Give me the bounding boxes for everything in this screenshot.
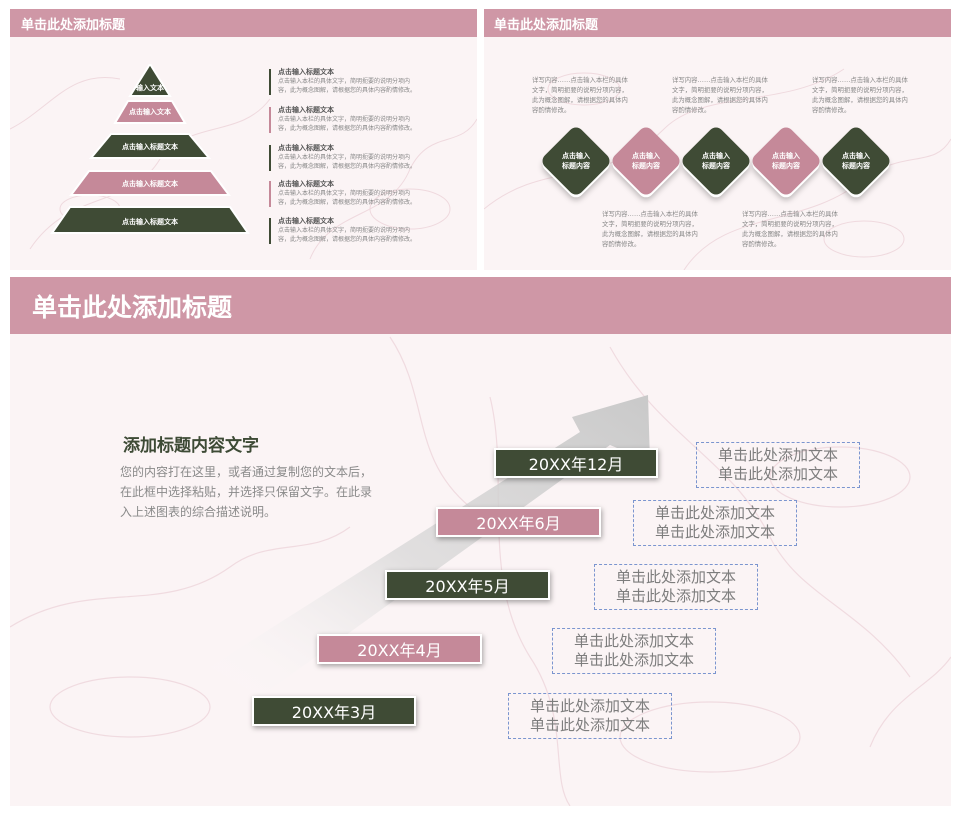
timeline-date-box[interactable]: 20XX年5月 [385, 570, 550, 600]
note-line: 单击此处添加文本 [654, 504, 775, 522]
timeline-date-box[interactable]: 20XX年6月 [436, 507, 601, 537]
slide-pyramid: 单击此处添加标题 输入文本点击输入文本点击输入标题文本点击输入标题文本点击输入标… [10, 9, 477, 270]
note-line: 单击此处添加文本 [529, 697, 650, 715]
note-line: 单击此处添加文本 [573, 632, 694, 650]
diamond-label[interactable]: 点击输入标题内容 [826, 151, 886, 171]
diamond-label-line: 标题内容 [632, 162, 660, 170]
pyramid-tier [50, 206, 250, 234]
note-line: 单击此处添加文本 [654, 523, 775, 541]
diamond-label-line: 点击输入 [842, 152, 870, 160]
item-title[interactable]: 点击输入标题文本 [278, 217, 334, 225]
item-title[interactable]: 点击输入标题文本 [278, 180, 334, 188]
timeline-note-box[interactable]: 单击此处添加文本单击此处添加文本 [696, 442, 860, 488]
slide-title[interactable]: 单击此处添加标题 [494, 17, 599, 33]
pyramid-label[interactable]: 点击输入标题文本 [122, 143, 178, 151]
pyramid-chart [50, 64, 250, 234]
item-desc[interactable]: 容，此为概念图解，请根据您的具体内容酌情修改。 [278, 125, 417, 132]
item-desc[interactable]: 容，此为概念图解，请根据您的具体内容酌情修改。 [278, 199, 417, 206]
note-line: 单击此处添加文本 [529, 716, 650, 734]
pyramid-label[interactable]: 点击输入标题文本 [122, 180, 178, 188]
text-item: 点击输入标题文本点击输入本栏的具体文字，简明扼要的说明分项内容，此为概念图解，请… [269, 216, 449, 244]
note-line: 单击此处添加文本 [573, 651, 694, 669]
slide-diamonds: 单击此处添加标题 点击输入标题内容详写内容……点击输入本栏的具体文字，简明扼要的… [484, 9, 951, 270]
diamond-description[interactable]: 详写内容……点击输入本栏的具体文字，简明扼要的说明分项内容，此为概念图解，请根据… [672, 76, 768, 114]
note-line: 单击此处添加文本 [615, 568, 736, 586]
pyramid-tier [113, 100, 187, 124]
timeline-note-box[interactable]: 单击此处添加文本单击此处添加文本 [594, 564, 758, 610]
diamond-label-line: 标题内容 [562, 162, 590, 170]
item-accent-bar [269, 181, 271, 207]
slide-title[interactable]: 单击此处添加标题 [32, 292, 233, 322]
text-item: 点击输入标题文本点击输入本栏的具体文字，简明扼要的说明分项内容，此为概念图解，请… [269, 105, 449, 133]
slide-timeline: 单击此处添加标题 添加标题内容文字 您的内容打在这里，或者通过复制您的文本后，在… [10, 277, 951, 806]
timeline-note-box[interactable]: 单击此处添加文本单击此处添加文本 [508, 693, 672, 739]
timeline-note-box[interactable]: 单击此处添加文本单击此处添加文本 [633, 500, 797, 546]
timeline-date-box[interactable]: 20XX年4月 [317, 634, 482, 664]
item-desc[interactable]: 容，此为概念图解，请根据您的具体内容酌情修改。 [278, 236, 417, 243]
diamond-label-line: 点击输入 [632, 152, 660, 160]
floral-background [484, 68, 951, 270]
timeline-note-box[interactable]: 单击此处添加文本单击此处添加文本 [552, 628, 716, 674]
item-title[interactable]: 点击输入标题文本 [278, 144, 334, 152]
slide-title-bar: 单击此处添加标题 [10, 277, 951, 334]
diamond-description[interactable]: 详写内容……点击输入本栏的具体文字，简明扼要的说明分项内容，此为概念图解，请根据… [532, 76, 628, 114]
diamond-label[interactable]: 点击输入标题内容 [686, 151, 746, 171]
pyramid-label[interactable]: 输入文本 [136, 84, 164, 92]
note-line: 单击此处添加文本 [717, 465, 838, 483]
intro-body[interactable]: 您的内容打在这里，或者通过复制您的文本后，在此框中选择粘贴，并选择只保留文字。在… [120, 465, 373, 519]
diamond-label-line: 标题内容 [772, 162, 800, 170]
diamond-label[interactable]: 点击输入标题内容 [616, 151, 676, 171]
item-desc[interactable]: 容，此为概念图解，请根据您的具体内容酌情修改。 [278, 163, 417, 170]
pyramid-label[interactable]: 点击输入文本 [129, 108, 171, 116]
note-line: 单击此处添加文本 [717, 446, 838, 464]
item-desc[interactable]: 点击输入本栏的具体文字，简明扼要的说明分项内 [278, 227, 411, 234]
item-title[interactable]: 点击输入标题文本 [278, 68, 334, 76]
slide-title-bar: 单击此处添加标题 [484, 9, 951, 37]
pyramid-tier [69, 170, 231, 196]
diamond-label-line: 点击输入 [562, 152, 590, 160]
timeline-date-box[interactable]: 20XX年3月 [252, 696, 416, 726]
diamond-label-line: 标题内容 [702, 162, 730, 170]
item-accent-bar [269, 218, 271, 244]
diamond-description[interactable]: 详写内容……点击输入本栏的具体文字，简明扼要的说明分项内容，此为概念图解，请根据… [812, 76, 908, 114]
diamond-label[interactable]: 点击输入标题内容 [546, 151, 606, 171]
growth-arrow [210, 395, 650, 697]
item-desc[interactable]: 点击输入本栏的具体文字，简明扼要的说明分项内 [278, 154, 411, 161]
item-desc[interactable]: 点击输入本栏的具体文字，简明扼要的说明分项内 [278, 116, 411, 123]
item-accent-bar [269, 69, 271, 95]
item-desc[interactable]: 点击输入本栏的具体文字，简明扼要的说明分项内 [278, 190, 411, 197]
diamond-description[interactable]: 详写内容……点击输入本栏的具体文字，简明扼要的说明分项内容，此为概念图解，请根据… [742, 210, 838, 248]
diamond-label-line: 点击输入 [772, 152, 800, 160]
slide-title[interactable]: 单击此处添加标题 [21, 17, 126, 33]
text-item: 点击输入标题文本点击输入本栏的具体文字，简明扼要的说明分项内容，此为概念图解，请… [269, 143, 449, 171]
diamond-label-line: 标题内容 [842, 162, 870, 170]
diamond-label-line: 点击输入 [702, 152, 730, 160]
item-desc[interactable]: 容，此为概念图解，请根据您的具体内容酌情修改。 [278, 87, 417, 94]
pyramid-tier [88, 133, 212, 159]
slide-title-bar: 单击此处添加标题 [10, 9, 477, 37]
item-title[interactable]: 点击输入标题文本 [278, 106, 334, 114]
item-desc[interactable]: 点击输入本栏的具体文字，简明扼要的说明分项内 [278, 78, 411, 85]
item-accent-bar [269, 145, 271, 171]
item-accent-bar [269, 107, 271, 133]
pyramid-tier [128, 64, 172, 97]
pyramid-label[interactable]: 点击输入标题文本 [122, 218, 178, 226]
diamond-description[interactable]: 详写内容……点击输入本栏的具体文字，简明扼要的说明分项内容，此为概念图解，请根据… [602, 210, 698, 248]
text-item: 点击输入标题文本点击输入本栏的具体文字，简明扼要的说明分项内容，此为概念图解，请… [269, 67, 449, 95]
timeline-date-box[interactable]: 20XX年12月 [494, 448, 658, 478]
note-line: 单击此处添加文本 [615, 587, 736, 605]
diamond-label[interactable]: 点击输入标题内容 [756, 151, 816, 171]
text-item: 点击输入标题文本点击输入本栏的具体文字，简明扼要的说明分项内容，此为概念图解，请… [269, 179, 449, 207]
intro-title[interactable]: 添加标题内容文字 [123, 436, 259, 456]
